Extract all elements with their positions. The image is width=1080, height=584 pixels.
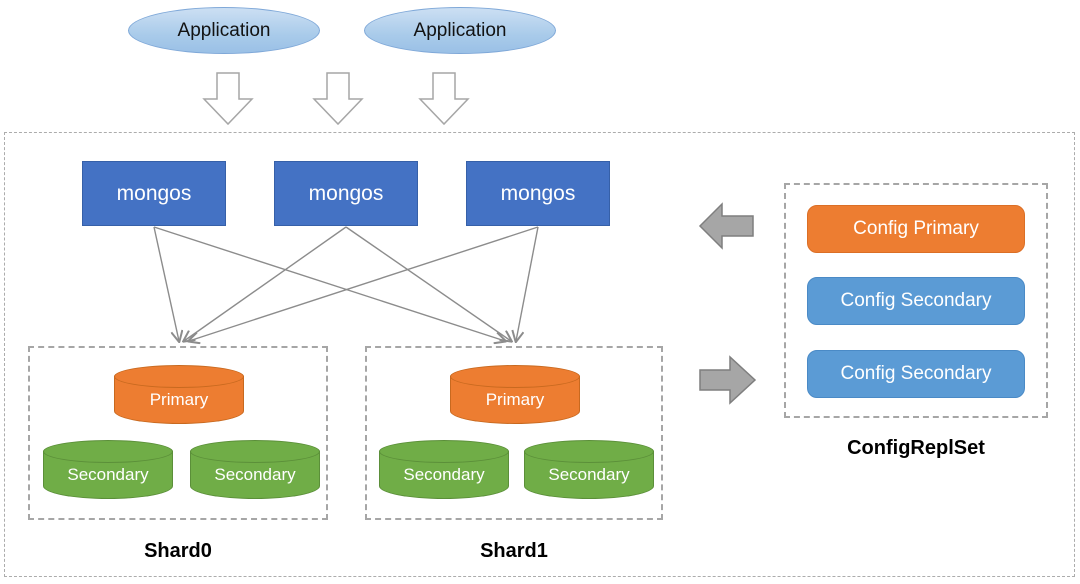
config-secondary-label: Config Secondary bbox=[840, 363, 992, 384]
mongos-node: mongos bbox=[466, 161, 610, 226]
config-secondary-label: Config Secondary bbox=[840, 290, 992, 311]
shard1-secondary-cylinder: Secondary bbox=[524, 440, 654, 499]
shard0-box bbox=[28, 346, 328, 520]
down-arrow-icon bbox=[312, 72, 364, 126]
shard0-secondary-cylinder: Secondary bbox=[43, 440, 173, 499]
cylinder-top bbox=[114, 365, 244, 388]
application-node: Application bbox=[364, 7, 556, 54]
shard0-primary-cylinder: Primary bbox=[114, 365, 244, 424]
shard1-box bbox=[365, 346, 663, 520]
shard1-title: Shard1 bbox=[480, 540, 548, 562]
mongos-label: mongos bbox=[116, 181, 192, 205]
primary-label: Primary bbox=[149, 390, 209, 409]
down-arrow-icon bbox=[418, 72, 470, 126]
config-primary-node: Config Primary bbox=[807, 205, 1025, 253]
shard0-title: Shard0 bbox=[144, 540, 212, 562]
secondary-label: Secondary bbox=[548, 465, 630, 484]
mongos-node: mongos bbox=[82, 161, 226, 226]
application-label: Application bbox=[177, 19, 271, 41]
application-label: Application bbox=[413, 19, 507, 41]
secondary-label: Secondary bbox=[214, 465, 296, 484]
primary-label: Primary bbox=[485, 390, 545, 409]
config-repl-set-title: ConfigReplSet bbox=[847, 437, 985, 459]
shard1-secondary-cylinder: Secondary bbox=[379, 440, 509, 499]
down-arrow-icon bbox=[202, 72, 254, 126]
config-secondary-node: Config Secondary bbox=[807, 350, 1025, 398]
config-secondary-node: Config Secondary bbox=[807, 277, 1025, 325]
cylinder-top bbox=[190, 440, 320, 463]
mongos-label: mongos bbox=[500, 181, 576, 205]
mongos-label: mongos bbox=[308, 181, 384, 205]
cylinder-top bbox=[450, 365, 580, 388]
config-repl-set-box bbox=[784, 183, 1048, 418]
cluster-boundary-box bbox=[4, 132, 1075, 577]
application-node: Application bbox=[128, 7, 320, 54]
config-primary-label: Config Primary bbox=[853, 218, 979, 239]
shard0-secondary-cylinder: Secondary bbox=[190, 440, 320, 499]
cylinder-top bbox=[379, 440, 509, 463]
mongos-node: mongos bbox=[274, 161, 418, 226]
cylinder-top bbox=[524, 440, 654, 463]
cylinder-top bbox=[43, 440, 173, 463]
shard1-primary-cylinder: Primary bbox=[450, 365, 580, 424]
secondary-label: Secondary bbox=[403, 465, 485, 484]
secondary-label: Secondary bbox=[67, 465, 149, 484]
